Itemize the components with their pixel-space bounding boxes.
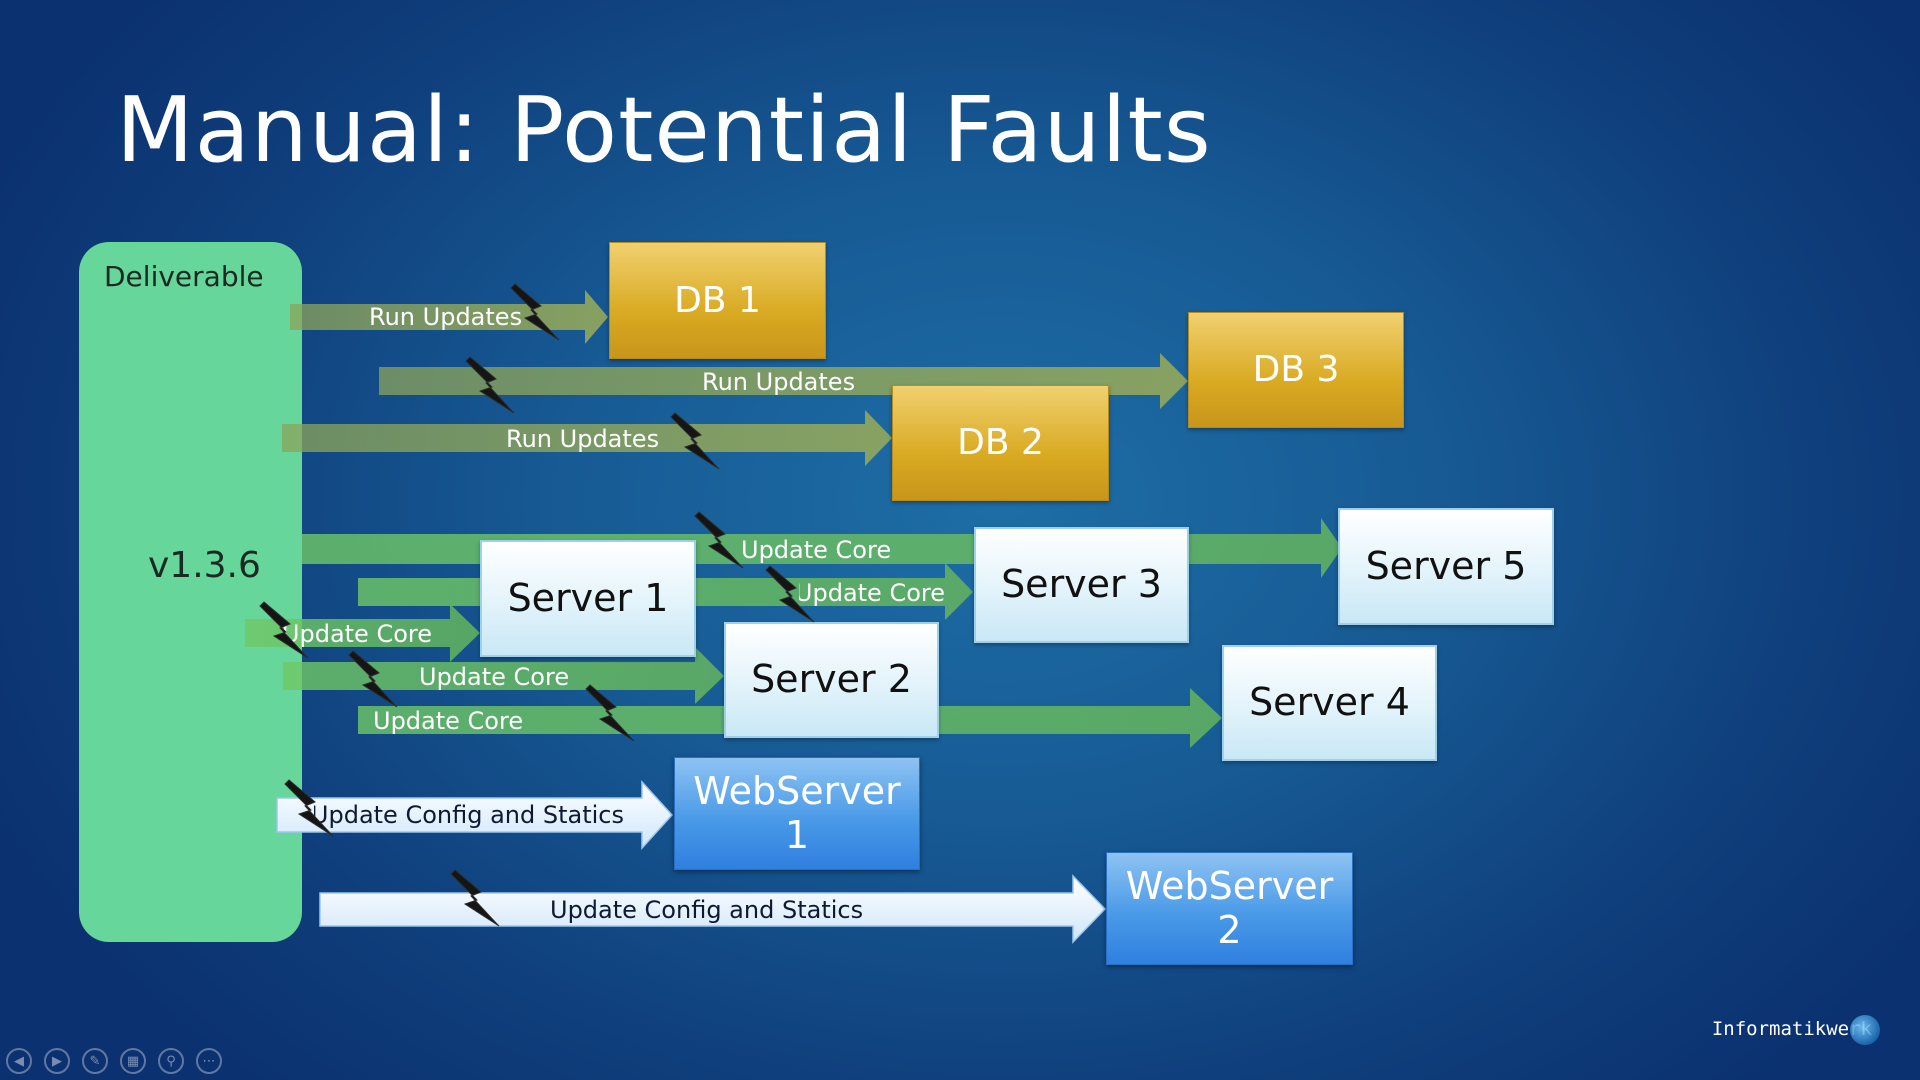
- arrow-label-update-config-ws2: Update Config and Statics: [550, 896, 864, 924]
- arrow-label-run-updates-db1: Run Updates: [369, 303, 523, 331]
- arrow-label-update-config-ws1: Update Config and Statics: [314, 801, 624, 829]
- brand-logo-text: Informatikwerk: [1711, 1018, 1872, 1040]
- webserver1-box: WebServer 1: [674, 757, 920, 870]
- next-icon[interactable]: ▶: [44, 1048, 70, 1074]
- version-label: v1.3.6: [148, 545, 261, 586]
- server2-box: Server 2: [724, 622, 939, 738]
- arrow-label-run-updates-db3: Run Updates: [702, 368, 856, 396]
- arrow-update-core-s1: [245, 604, 480, 662]
- arrow-label-run-updates-db2: Run Updates: [506, 425, 660, 453]
- db3-box: DB 3: [1188, 312, 1404, 428]
- more-icon[interactable]: ⋯: [196, 1048, 222, 1074]
- arrow-update-config-ws1: [276, 780, 674, 850]
- arrow-run-updates-db1: [290, 290, 608, 344]
- arrow-update-config-ws2: [319, 874, 1107, 944]
- deliverable-block: [79, 242, 302, 942]
- server4-box: Server 4: [1222, 645, 1437, 761]
- arrow-label-update-core-s2: Update Core: [419, 663, 570, 691]
- pen-icon[interactable]: ✎: [82, 1048, 108, 1074]
- zoom-icon[interactable]: ⚲: [158, 1048, 184, 1074]
- arrow-label-update-core-s3: Update Core: [799, 579, 945, 607]
- slides-icon[interactable]: ▦: [120, 1048, 146, 1074]
- deliverable-label: Deliverable: [104, 260, 264, 293]
- db1-box: DB 1: [609, 242, 826, 359]
- cloud-logo-icon: [1850, 1015, 1880, 1045]
- arrow-run-updates-db2: [282, 410, 892, 466]
- previous-icon[interactable]: ◀: [6, 1048, 32, 1074]
- server3-box: Server 3: [974, 527, 1189, 643]
- server1-box: Server 1: [480, 540, 696, 657]
- webserver2-box: WebServer 2: [1106, 852, 1353, 965]
- server5-box: Server 5: [1338, 508, 1554, 625]
- slide-title: Manual: Potential Faults: [116, 78, 1212, 183]
- arrow-label-update-core-s1: Update Core: [281, 620, 432, 648]
- db2-box: DB 2: [892, 385, 1109, 501]
- arrow-label-update-core-s5: Update Core: [741, 536, 892, 564]
- arrow-label-update-core-s4: Update Core: [373, 707, 524, 735]
